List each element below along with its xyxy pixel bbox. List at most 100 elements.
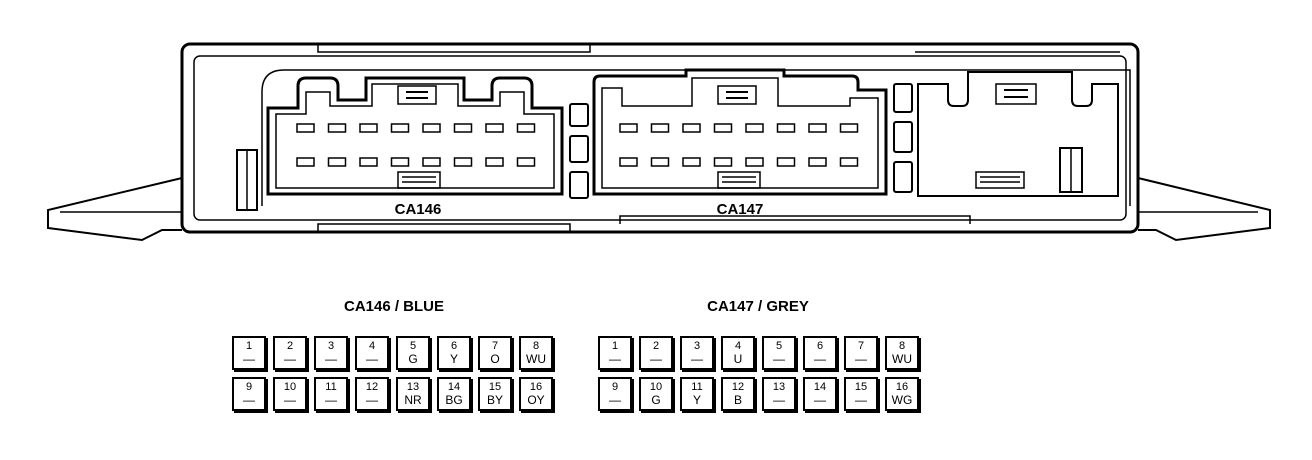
pin-number: 2 [652, 340, 660, 352]
pin-cell: 11— [314, 377, 348, 411]
pin-cavity [327, 123, 347, 133]
pin-cavity [485, 123, 504, 133]
pin-cavity [776, 123, 796, 133]
pin-wire-code: — [773, 393, 785, 407]
pin-cavity [327, 157, 347, 167]
pin-number: 1 [611, 340, 619, 352]
pin-cell: 9— [232, 377, 266, 411]
pin-cavity [839, 123, 859, 133]
pin-cavity [650, 157, 670, 167]
pin-number: 1 [245, 340, 253, 352]
pin-cavity [296, 157, 315, 167]
pin-wire-code: — [325, 352, 337, 366]
pin-number: 14 [447, 381, 461, 393]
pin-cavity [390, 123, 410, 133]
pin-cell: 12— [355, 377, 389, 411]
pin-cell: 2— [639, 336, 673, 370]
pin-wire-code: WU [892, 352, 912, 366]
pin-cavity [296, 123, 315, 133]
pin-cavity [745, 157, 764, 167]
pin-number: 7 [491, 340, 499, 352]
pin-table-title: CA147 / GREY [707, 298, 809, 315]
pin-number: 5 [775, 340, 783, 352]
pin-wire-code: WG [891, 393, 913, 407]
pin-cell: 1— [232, 336, 266, 370]
pin-number: 2 [286, 340, 294, 352]
pin-cell: 4— [355, 336, 389, 370]
pin-wire-code: OY [527, 393, 545, 407]
pin-number: 15 [488, 381, 502, 393]
pin-number: 3 [693, 340, 701, 352]
pin-number: 12 [731, 381, 745, 393]
pin-wire-code: — [773, 352, 785, 366]
separator-slots [569, 83, 913, 199]
left-mounting-flange [47, 177, 183, 242]
pin-cavity [619, 157, 638, 167]
pin-wire-code: BY [486, 393, 503, 407]
connector-ca146-shell [266, 76, 564, 196]
pin-number: 8 [898, 340, 906, 352]
pin-wire-code: Y [449, 352, 458, 366]
pin-cell: 3— [314, 336, 348, 370]
pin-number: 9 [611, 381, 619, 393]
right-mounting-flange [1137, 177, 1271, 242]
control-module-drawing: CA146 CA147 [47, 42, 1271, 242]
pin-cell: 7— [844, 336, 878, 370]
pin-wire-code: G [651, 393, 661, 407]
pin-cavity [390, 157, 410, 167]
pin-wire-code: — [243, 352, 255, 366]
pin-cavity [453, 157, 473, 167]
pin-cavity [516, 123, 536, 133]
pin-cavity [359, 157, 378, 167]
pin-wire-code: — [243, 393, 255, 407]
pin-wire-code: U [733, 352, 743, 366]
pin-number: 4 [368, 340, 376, 352]
pin-wire-code: — [284, 352, 296, 366]
pin-table-title: CA146 / BLUE [343, 298, 445, 315]
pin-wire-code: — [284, 393, 296, 407]
pin-number: 10 [649, 381, 663, 393]
pin-wire-code: — [855, 393, 867, 407]
pin-cavity [682, 157, 701, 167]
pin-number: 13 [772, 381, 786, 393]
connector-third-shell [917, 71, 1119, 197]
pin-cavity [713, 157, 733, 167]
pin-number: 10 [283, 381, 297, 393]
pin-wire-code: B [733, 393, 742, 407]
pin-number: 16 [529, 381, 543, 393]
pin-wire-code: — [366, 352, 378, 366]
pin-cavity [745, 123, 764, 133]
pin-number: 5 [409, 340, 417, 352]
pin-wire-code: — [814, 352, 826, 366]
pin-wire-code: — [366, 393, 378, 407]
pin-cavity [453, 123, 473, 133]
pin-cell: 3— [680, 336, 714, 370]
pin-number: 12 [365, 381, 379, 393]
pin-wire-code: NR [404, 393, 422, 407]
pin-cavity [713, 123, 733, 133]
pin-cavity [808, 123, 827, 133]
pin-number: 8 [532, 340, 540, 352]
pin-number: 7 [857, 340, 865, 352]
pin-number: 3 [327, 340, 335, 352]
pin-number: 14 [813, 381, 827, 393]
pin-cell: 10— [273, 377, 307, 411]
pin-number: 6 [450, 340, 458, 352]
pin-cell: 15— [844, 377, 878, 411]
pin-number: 13 [406, 381, 420, 393]
pin-wire-code: O [490, 352, 500, 366]
pin-wire-code: — [814, 393, 826, 407]
